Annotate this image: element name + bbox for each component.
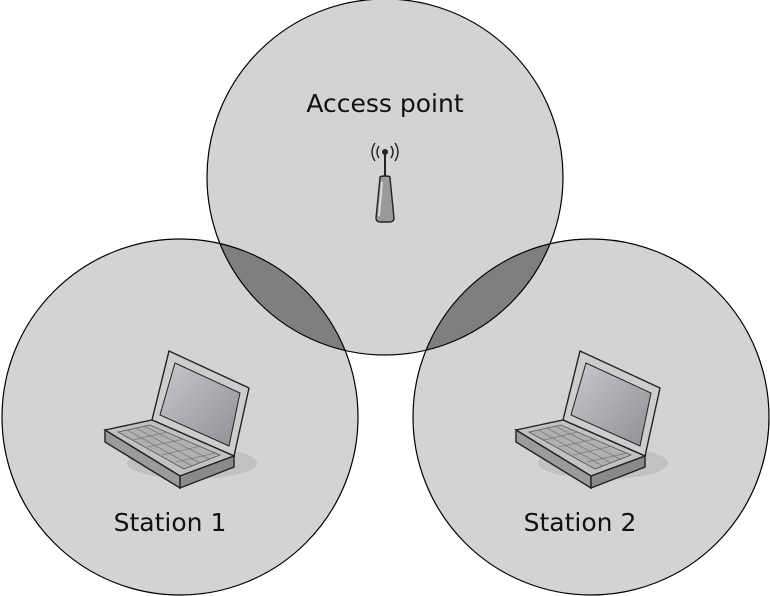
laptop-icon: [103, 350, 257, 490]
station-1-label: Station 1: [114, 508, 227, 537]
station-2-label: Station 2: [524, 508, 637, 537]
laptop-icon: [514, 350, 668, 490]
wireless-router-icon: [371, 142, 399, 223]
access-point-label: Access point: [306, 89, 463, 118]
